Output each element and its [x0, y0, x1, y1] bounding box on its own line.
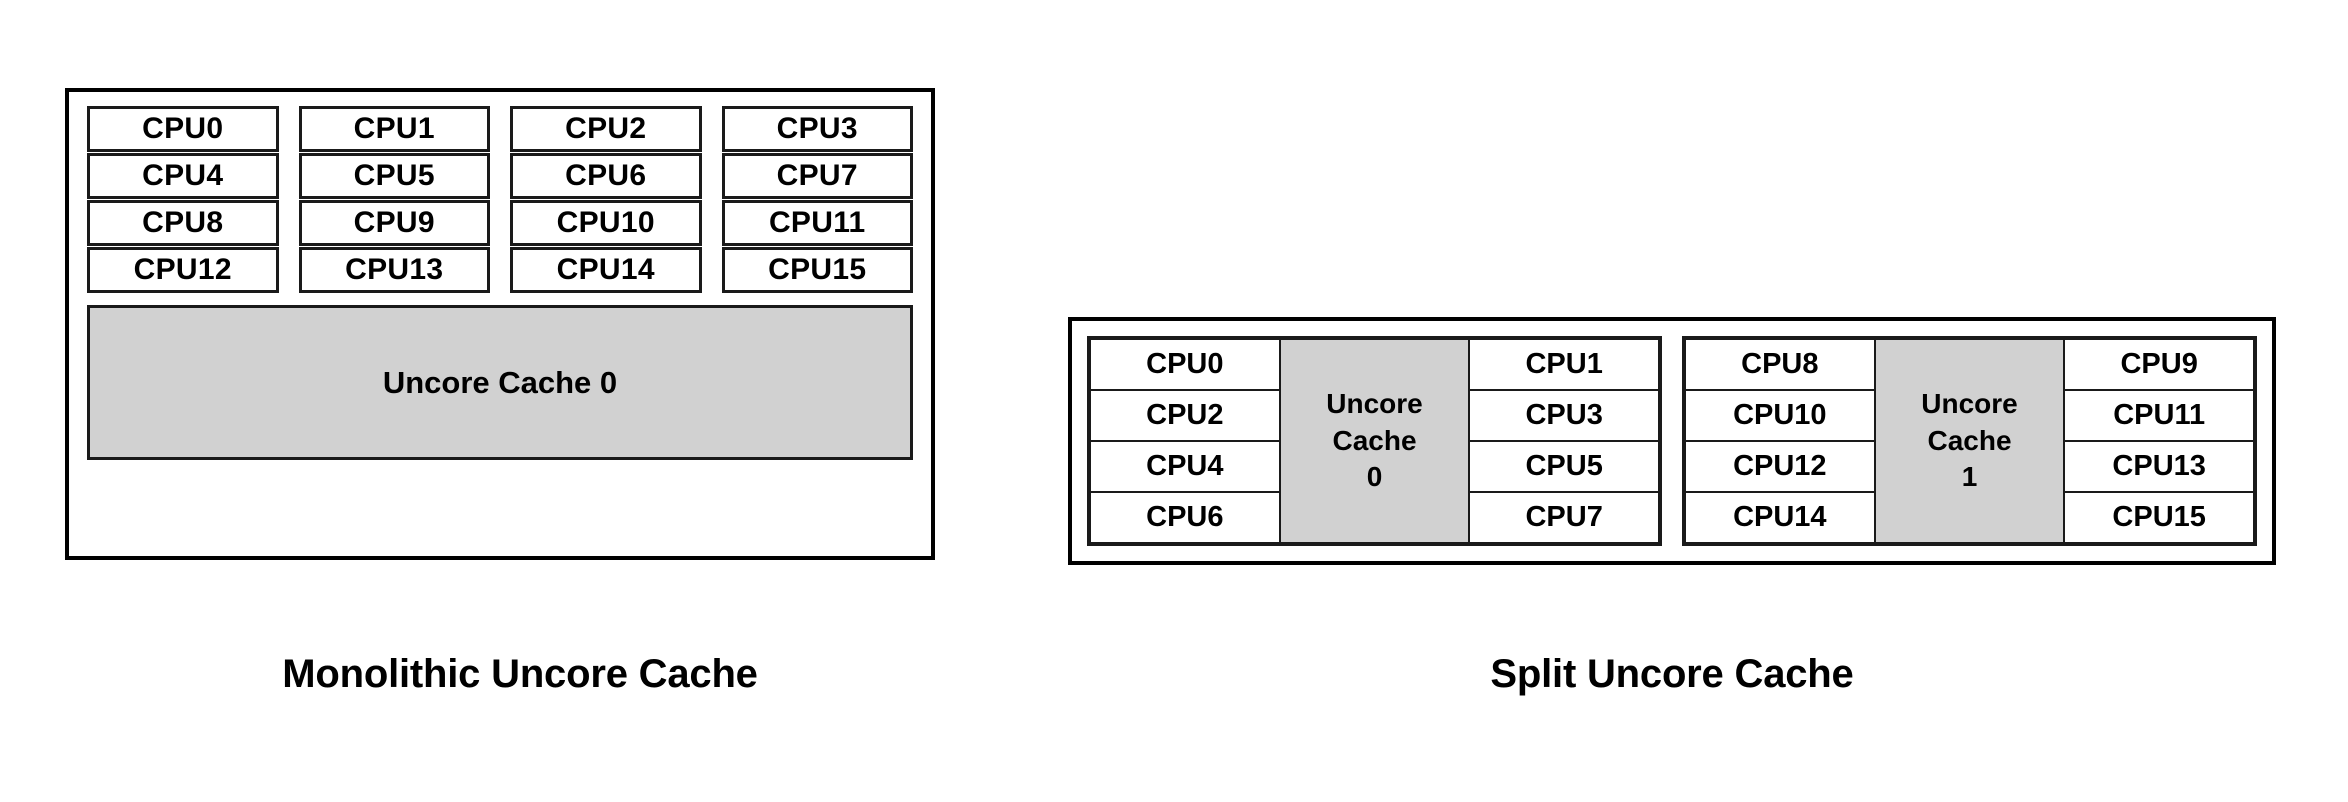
split-package-contents: CPU0 CPU2 CPU4 CPU6 Uncore Cache 0 CPU1 …: [1087, 336, 2257, 546]
cpu-box: CPU0: [87, 106, 279, 152]
cpu-box: CPU1: [1468, 338, 1660, 391]
cpu-box: CPU7: [1468, 491, 1660, 544]
cpu-box: CPU11: [721, 200, 913, 246]
cpu-box: CPU4: [87, 153, 279, 199]
cpu-box: CPU9: [2063, 338, 2255, 391]
cpu-box: CPU15: [721, 247, 913, 293]
cluster-1: CPU8 CPU10 CPU12 CPU14 Uncore Cache 1 CP…: [1682, 336, 2257, 546]
uncore-cache-label-line3: 0: [1366, 461, 1383, 493]
cpu-box: CPU11: [2063, 389, 2255, 442]
monolithic-package-contents: CPU0 CPU1 CPU2 CPU3 CPU4 CPU5 CPU6 CPU7 …: [87, 106, 913, 545]
uncore-cache-block: Uncore Cache 1: [1873, 338, 2066, 544]
cpu-box: CPU1: [298, 106, 490, 152]
uncore-cache-label-line1: Uncore: [1921, 387, 2018, 419]
cpu-box: CPU3: [721, 106, 913, 152]
monolithic-cpu-grid: CPU0 CPU1 CPU2 CPU3 CPU4 CPU5 CPU6 CPU7 …: [87, 106, 913, 294]
cpu-box: CPU10: [1684, 389, 1876, 442]
cpu-box: CPU5: [1468, 440, 1660, 493]
uncore-cache-block: Uncore Cache 0: [87, 305, 913, 460]
uncore-cache-label-line3: 1: [1961, 461, 1978, 493]
cpu-box: CPU5: [298, 153, 490, 199]
cpu-box: CPU12: [1684, 440, 1876, 493]
monolithic-figure: CPU0 CPU1 CPU2 CPU3 CPU4 CPU5 CPU6 CPU7 …: [65, 88, 935, 560]
cluster-0: CPU0 CPU2 CPU4 CPU6 Uncore Cache 0 CPU1 …: [1087, 336, 1662, 546]
cpu-box: CPU13: [2063, 440, 2255, 493]
cpu-box: CPU4: [1089, 440, 1281, 493]
uncore-cache-block: Uncore Cache 0: [1278, 338, 1471, 544]
cpu-box: CPU6: [510, 153, 702, 199]
monolithic-caption: Monolithic Uncore Cache: [282, 652, 758, 696]
cpu-box: CPU7: [721, 153, 913, 199]
cpu-box: CPU2: [510, 106, 702, 152]
uncore-cache-label-line1: Uncore: [1326, 387, 1423, 419]
uncore-cache-label-line2: Cache: [1927, 424, 2012, 456]
uncore-cache-label-line2: Cache: [1332, 424, 1417, 456]
cpu-box: CPU9: [298, 200, 490, 246]
cpu-box: CPU8: [87, 200, 279, 246]
cpu-box: CPU0: [1089, 338, 1281, 391]
cpu-box: CPU13: [298, 247, 490, 293]
cpu-box: CPU3: [1468, 389, 1660, 442]
cpu-box: CPU12: [87, 247, 279, 293]
cpu-box: CPU8: [1684, 338, 1876, 391]
cpu-box: CPU10: [510, 200, 702, 246]
cpu-box: CPU14: [510, 247, 702, 293]
cpu-box: CPU6: [1089, 491, 1281, 544]
cpu-box: CPU2: [1089, 389, 1281, 442]
split-caption: Split Uncore Cache: [1490, 652, 1854, 696]
cpu-box: CPU15: [2063, 491, 2255, 544]
split-figure: CPU0 CPU2 CPU4 CPU6 Uncore Cache 0 CPU1 …: [1068, 317, 2276, 565]
cpu-box: CPU14: [1684, 491, 1876, 544]
